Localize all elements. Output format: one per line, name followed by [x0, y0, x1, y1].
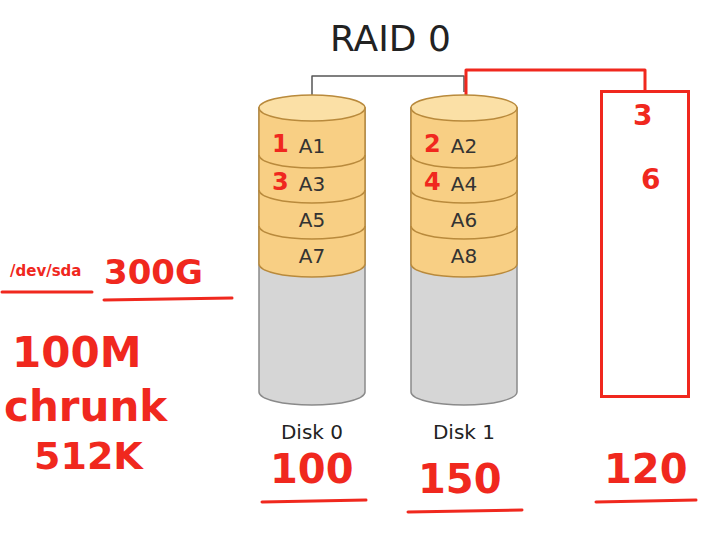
handwritten-note: 512K: [34, 434, 143, 478]
order-number: 2: [424, 130, 441, 158]
underline: [104, 298, 232, 300]
device-name: /dev/sda: [10, 262, 81, 280]
order-number: 3: [272, 168, 289, 196]
handwritten-note: 120: [604, 446, 688, 492]
underline: [2, 291, 92, 294]
stripe-block: A22: [410, 130, 518, 164]
handwritten-note: 300G: [104, 252, 203, 292]
chunk-number: 3: [633, 99, 652, 132]
stripe-block: A5: [258, 204, 366, 238]
stripe-block: A33: [258, 168, 366, 202]
block-label: A6: [410, 208, 518, 232]
disk-label: Disk 1: [410, 420, 518, 444]
handwritten-note: 100M: [12, 328, 141, 377]
underline: [262, 500, 366, 502]
block-label: A5: [258, 208, 366, 232]
order-number: 1: [272, 130, 289, 158]
stripe-block: A11: [258, 130, 366, 164]
diagram-title: RAID 0: [330, 18, 451, 59]
block-label: A8: [410, 244, 518, 268]
data-area: [411, 108, 517, 277]
disk-body: [259, 108, 365, 405]
chunk-number: 6: [641, 163, 660, 196]
disk-top: [259, 95, 365, 121]
disk: Disk 0A11A33A5A7: [258, 92, 366, 408]
disk-body: [411, 108, 517, 405]
data-area: [259, 108, 365, 277]
disk-top: [411, 95, 517, 121]
stripe-block: A8: [410, 240, 518, 274]
block-label: A7: [258, 244, 366, 268]
order-number: 4: [424, 168, 441, 196]
underline: [408, 510, 522, 512]
stripe-block: A6: [410, 204, 518, 238]
handwritten-note: 150: [418, 456, 502, 502]
stripe-block: A44: [410, 168, 518, 202]
handwritten-note: chrunk: [4, 382, 167, 431]
handwritten-note: 100: [270, 446, 354, 492]
underline: [596, 500, 696, 502]
disk: Disk 1A22A44A6A8: [410, 92, 518, 408]
stripe-connector: [312, 76, 464, 95]
stripe-block: A7: [258, 240, 366, 274]
chunk-box: 36: [600, 90, 690, 398]
disk-label: Disk 0: [258, 420, 366, 444]
